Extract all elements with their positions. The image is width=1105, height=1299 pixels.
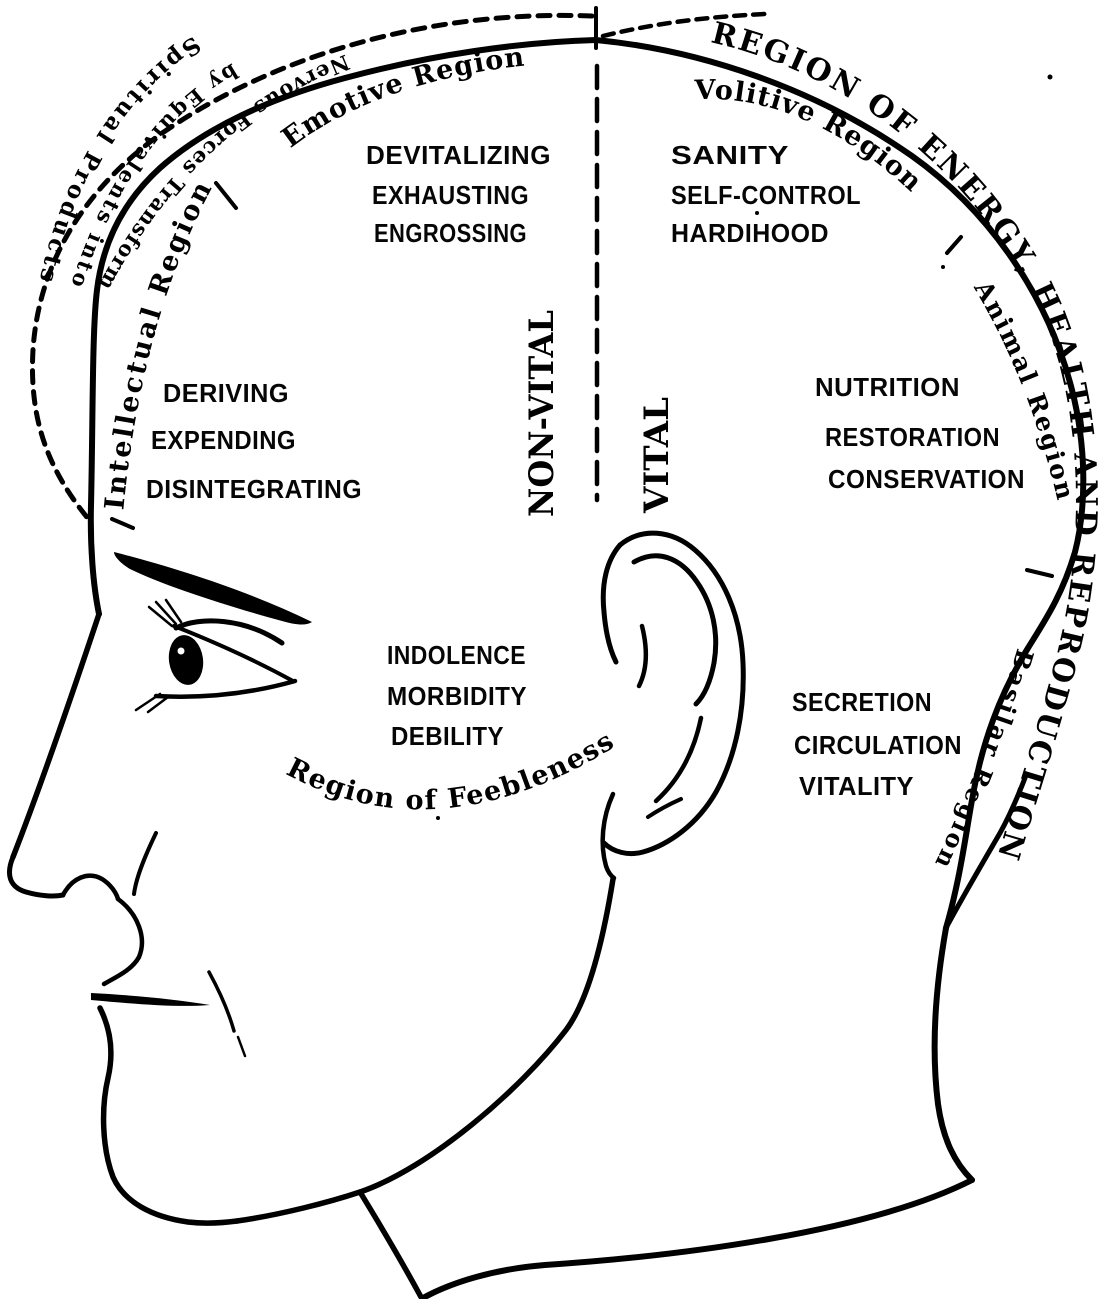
eye-glint [177,647,185,655]
dashed-arc-left [29,12,595,524]
upper-lashes [147,598,183,628]
tick-emotive-intellectual [214,181,238,210]
tick-intellectual-feebleness [110,517,135,530]
iris [168,635,204,685]
animal-traits: NUTRITION RESTORATION CONSERVATION [815,372,1025,494]
tick-volitive-animal [945,235,963,255]
trait-line: CIRCULATION [794,730,962,760]
speck [755,211,759,215]
intellectual-traits: DERIVING EXPENDING DISINTEGRATING [146,378,362,504]
ear-lobe-notch [646,797,683,819]
trait-line: EXHAUSTING [372,180,529,210]
eye [134,598,298,714]
shoulder-line [420,1177,975,1299]
ear-inner-helix [631,553,719,707]
trait-line: VITALITY [799,771,914,801]
eyelid-fold [172,624,295,683]
speck [436,816,440,820]
trait-line: SANITY [671,140,789,170]
lip-chin-line [97,1005,240,1226]
trait-line: ENGROSSING [374,218,527,248]
head-outline [7,6,1087,1299]
vital-label: VITAL [637,397,677,514]
trait-line: RESTORATION [825,422,1000,452]
ear-front-hook [600,542,623,665]
trait-line: INDOLENCE [387,640,526,670]
trait-line: NUTRITION [815,372,960,402]
throat-line [357,1189,424,1299]
neck-back-line [931,925,975,1183]
trait-line: SELF-CONTROL [671,180,861,210]
dashed-arc-right [600,11,768,39]
non-vital-label: NON-VITAL [522,310,562,517]
ear-lower-inner [653,715,704,804]
trait-line: EXPENDING [151,425,296,455]
skull-back-line [593,37,1087,931]
skull-front-line [87,37,599,617]
speck [1047,74,1053,80]
trait-line: HARDIHOOD [671,218,829,248]
nasolabial-crease [132,831,158,896]
trait-line: SECRETION [792,687,932,717]
eyebrow [114,552,312,625]
ear-lobe-front [600,791,617,881]
ear-antitragus [636,623,649,689]
trait-line: DISINTEGRATING [146,474,362,504]
mouth-line [91,993,210,1006]
basilar-traits: SECRETION CIRCULATION VITALITY [792,687,962,801]
feebleness-traits: INDOLENCE MORBIDITY DEBILITY [387,640,527,751]
trait-line: DEVITALIZING [366,140,551,170]
lower-eyelid [153,678,298,699]
ear [600,530,746,881]
trait-line: CONSERVATION [828,464,1025,494]
emotive-traits: DEVITALIZING EXHAUSTING ENGROSSING [366,140,551,248]
trait-line: MORBIDITY [387,681,527,711]
hairline-fork [943,775,1028,931]
mouth-corner-tick [236,1035,247,1058]
mouth-corner-crease [207,970,236,1033]
upper-eyelid [173,618,285,646]
jaw-line [234,876,616,1224]
ear-outer [601,530,746,857]
nostril [60,873,121,902]
tick-animal-basilar [1025,568,1054,578]
trait-line: DERIVING [163,378,289,408]
volitive-traits: SANITY SELF-CONTROL HARDIHOOD [671,140,861,248]
speck [941,265,945,269]
nose-tip [7,854,66,899]
lower-lashes [134,692,170,714]
trait-line: DEBILITY [391,721,504,751]
philtrum [101,896,145,987]
nose-bridge [10,611,102,860]
